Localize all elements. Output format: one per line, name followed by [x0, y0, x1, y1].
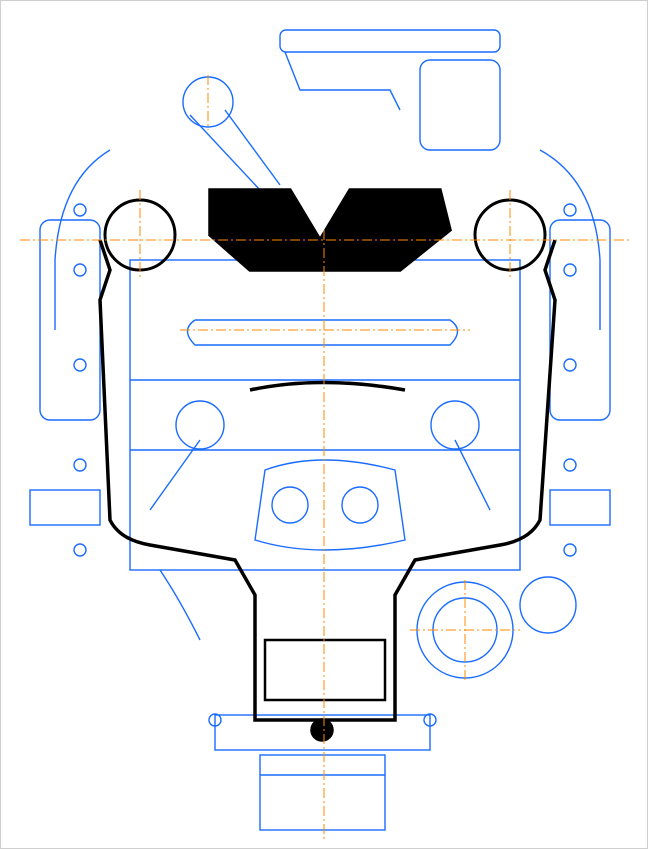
side-covers: [54, 149, 601, 330]
right-cover: [549, 219, 611, 421]
section-layer: [98, 188, 557, 742]
left-cover: [39, 219, 101, 421]
left-mount: [29, 489, 101, 526]
drain-plug: [310, 718, 334, 742]
rocker-shaft: [186, 319, 459, 346]
cylinder-head-section: [208, 188, 452, 272]
tensioner-arm: [189, 109, 281, 191]
flywheel-arc: [159, 569, 201, 641]
engine-block: [129, 259, 521, 571]
outline-layer: [29, 29, 611, 831]
sensor-housing: [419, 59, 501, 151]
oil-pump: [263, 638, 387, 702]
top-pipe: [279, 29, 501, 53]
alternator-pulley: [519, 576, 577, 634]
centerline-layer: [20, 75, 630, 840]
valve-cover-plate: [249, 380, 406, 392]
bent-pipe: [284, 51, 401, 111]
bolts: [73, 203, 577, 727]
right-mount: [549, 489, 611, 526]
cam-carrier: [254, 459, 406, 551]
timing-cover: [98, 239, 557, 722]
oil-filter: [259, 754, 386, 831]
